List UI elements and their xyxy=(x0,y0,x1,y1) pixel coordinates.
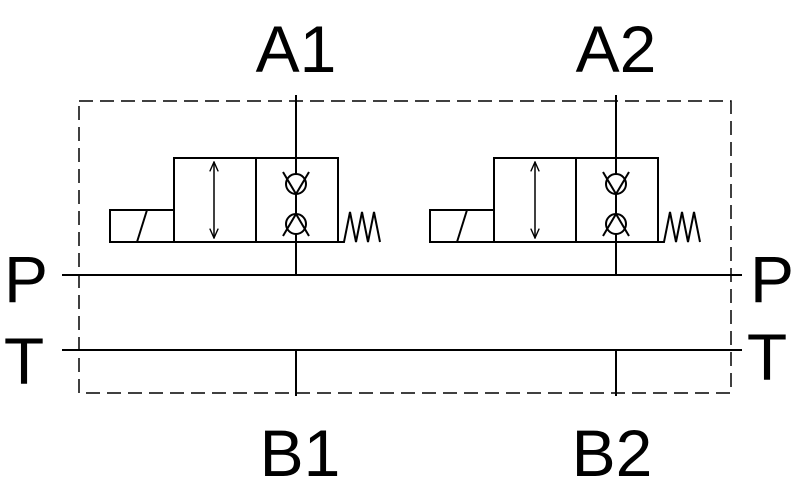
label-a1: A1 xyxy=(256,12,337,86)
label-b2: B2 xyxy=(572,416,653,488)
valve-1-spring-icon xyxy=(338,211,381,243)
valve-2-check-valves-icon xyxy=(602,158,630,242)
label-p-right: P xyxy=(750,242,794,316)
label-a2: A2 xyxy=(576,12,657,86)
label-b1: B1 xyxy=(260,416,341,488)
valve-1-check-valves-icon xyxy=(282,158,310,242)
label-t-left: T xyxy=(4,324,44,398)
valve-1 xyxy=(109,95,381,396)
label-t-right: T xyxy=(747,320,787,394)
valve-2-spring-icon xyxy=(658,211,701,243)
valve-1-solenoid-icon xyxy=(109,209,175,243)
label-p-left: P xyxy=(4,242,48,316)
valve-2 xyxy=(429,95,701,396)
manifold-boundary xyxy=(78,100,732,394)
valve-1-position-a xyxy=(173,157,257,243)
valve-2-solenoid-icon xyxy=(429,209,495,243)
